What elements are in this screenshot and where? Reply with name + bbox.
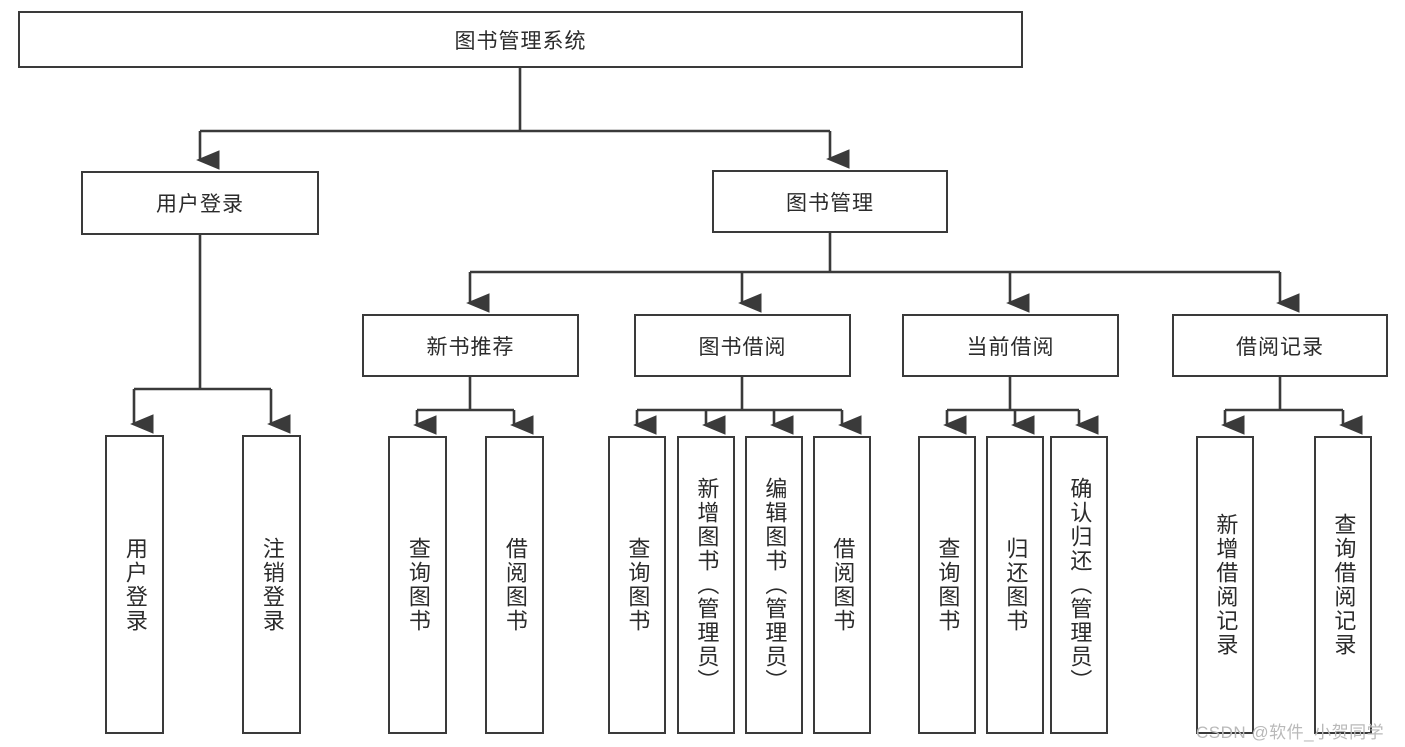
node-leaf-query-book-3[interactable]: 查询图书 bbox=[918, 436, 976, 734]
node-book-manage[interactable]: 图书管理 bbox=[712, 170, 948, 233]
node-leaf-confirm-return[interactable]: 确认归还（管理员） bbox=[1050, 436, 1108, 734]
node-leaf-query-book-3-label: 查询图书 bbox=[935, 537, 961, 633]
node-leaf-edit-book-label: 编辑图书（管理员） bbox=[762, 477, 788, 693]
node-leaf-logout-label: 注销登录 bbox=[259, 536, 285, 633]
node-leaf-borrow-book-1[interactable]: 借阅图书 bbox=[485, 436, 544, 734]
node-leaf-borrow-book-2-label: 借阅图书 bbox=[830, 537, 856, 633]
node-current-borrow[interactable]: 当前借阅 bbox=[902, 314, 1119, 377]
node-leaf-return-book-label: 归还图书 bbox=[1003, 537, 1029, 633]
node-user-login[interactable]: 用户登录 bbox=[81, 171, 319, 235]
node-root[interactable]: 图书管理系统 bbox=[18, 11, 1023, 68]
node-borrow-record[interactable]: 借阅记录 bbox=[1172, 314, 1388, 377]
node-leaf-confirm-return-label: 确认归还（管理员） bbox=[1067, 477, 1093, 693]
node-leaf-query-book-1-label: 查询图书 bbox=[405, 537, 431, 633]
node-leaf-query-record[interactable]: 查询借阅记录 bbox=[1314, 436, 1372, 734]
node-leaf-query-book-2-label: 查询图书 bbox=[625, 537, 651, 633]
node-new-book-rec-label: 新书推荐 bbox=[426, 335, 515, 359]
node-leaf-add-record-label: 新增借阅记录 bbox=[1213, 513, 1239, 657]
node-leaf-query-record-label: 查询借阅记录 bbox=[1331, 513, 1357, 657]
node-leaf-query-book-1[interactable]: 查询图书 bbox=[388, 436, 447, 734]
node-leaf-add-book-label: 新增图书（管理员） bbox=[694, 477, 720, 693]
node-new-book-rec[interactable]: 新书推荐 bbox=[362, 314, 579, 377]
node-book-borrow[interactable]: 图书借阅 bbox=[634, 314, 851, 377]
node-borrow-record-label: 借阅记录 bbox=[1236, 335, 1324, 359]
node-book-manage-label: 图书管理 bbox=[786, 191, 874, 215]
node-book-borrow-label: 图书借阅 bbox=[698, 335, 787, 359]
node-leaf-borrow-book-1-label: 借阅图书 bbox=[502, 537, 528, 633]
node-leaf-logout[interactable]: 注销登录 bbox=[242, 435, 301, 734]
node-leaf-user-login[interactable]: 用户登录 bbox=[105, 435, 164, 734]
node-leaf-edit-book[interactable]: 编辑图书（管理员） bbox=[745, 436, 803, 734]
node-leaf-borrow-book-2[interactable]: 借阅图书 bbox=[813, 436, 871, 734]
node-root-label: 图书管理系统 bbox=[454, 29, 587, 53]
node-user-login-label: 用户登录 bbox=[156, 193, 244, 216]
node-leaf-user-login-label: 用户登录 bbox=[122, 536, 148, 633]
node-leaf-return-book[interactable]: 归还图书 bbox=[986, 436, 1044, 734]
node-leaf-add-book[interactable]: 新增图书（管理员） bbox=[677, 436, 735, 734]
watermark: CSDN @软件_小贺同学 bbox=[1196, 723, 1385, 742]
node-current-borrow-label: 当前借阅 bbox=[966, 335, 1055, 359]
node-leaf-add-record[interactable]: 新增借阅记录 bbox=[1196, 436, 1254, 734]
node-leaf-query-book-2[interactable]: 查询图书 bbox=[608, 436, 666, 734]
